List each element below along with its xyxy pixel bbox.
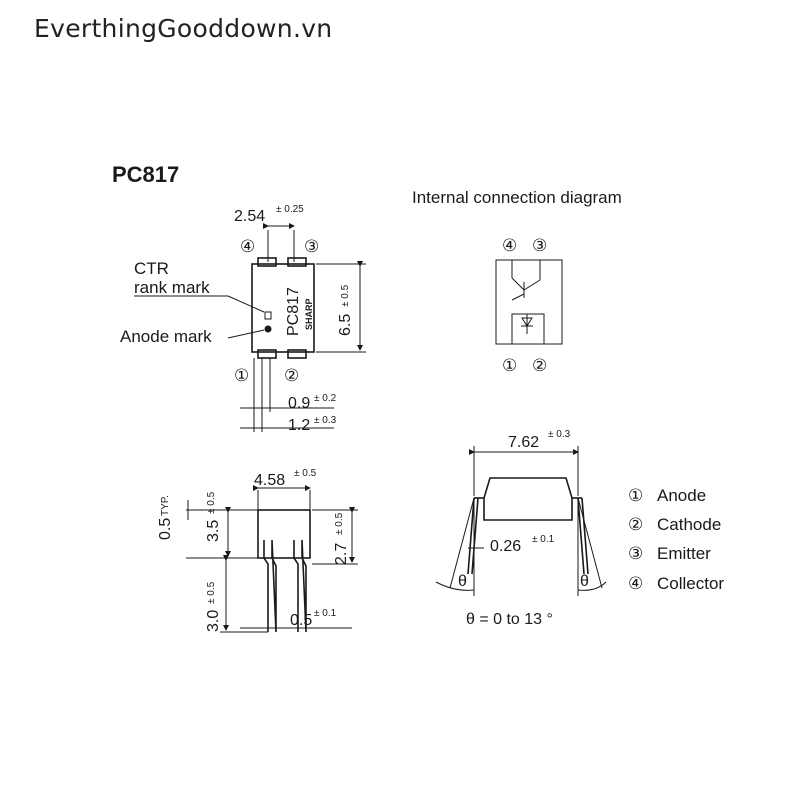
legend-num-1: ① [628,486,643,505]
lead-length-tolerance: ± 0.5 [206,581,217,604]
body-marking: PC817 [285,287,302,336]
end-view: 7.62 ± 0.3 0.26 ± 0.1 θ θ θ = 0 to 13 ° [435,429,607,628]
legend-name-4: Collector [657,574,724,593]
int-pin3-label: ③ [532,236,547,255]
part-title: PC817 [112,162,179,187]
internal-connection-diagram: ④ ③ ① ② [495,236,563,375]
height1-value: 3.5 [205,520,222,542]
anode-mark-label: Anode mark [120,327,212,346]
legend-num-3: ③ [628,544,643,563]
int-pin2-label: ② [532,356,547,375]
span-value: 7.62 [508,434,539,451]
lead-thickness-tolerance: ± 0.1 [314,608,337,619]
theta-range: θ = 0 to 13 ° [466,611,553,628]
lead-width-value: 1.2 [288,417,310,434]
side-width-tolerance: ± 0.5 [294,468,317,479]
brand-marking: SHARP [304,298,314,330]
internal-caption: Internal connection diagram [412,188,622,207]
pitch-tolerance: ± 0.25 [276,204,304,215]
int-pin1-label: ① [502,356,517,375]
legend-name-1: Anode [657,486,706,505]
typ-label: TYP. [160,495,171,516]
legend-name-2: Cathode [657,515,721,534]
typ-value: 0.5 [157,518,174,540]
theta-left: θ [458,573,467,590]
int-pin4-label: ④ [502,236,517,255]
top-pin4-label: ④ [240,237,255,256]
watermark-text: EverthingGooddown.vn [34,14,333,43]
theta-right: θ [580,573,589,590]
side-width-value: 4.58 [254,472,285,489]
span-tolerance: ± 0.3 [548,429,571,440]
ctr-label: CTR [134,259,169,278]
lead-length-value: 3.0 [205,610,222,632]
lead-thk-tolerance: ± 0.1 [532,534,555,545]
lead-spacing-value: 0.9 [288,395,310,412]
top-pin3-label: ③ [304,237,319,256]
height1-tolerance: ± 0.5 [206,491,217,514]
height2-tolerance: ± 0.5 [334,512,345,535]
lead-thk-value: 0.26 [490,538,521,555]
lead-thickness-value: 0.5 [290,612,312,629]
height2-value: 2.7 [333,543,350,565]
legend-num-2: ② [628,515,643,534]
pitch-value: 2.54 [234,208,265,225]
rank-mark-label: rank mark [134,278,210,297]
side-view: 4.58 ± 0.5 0.5 TYP. 3.5 ± 0.5 3.0 ± 0.5 … [157,468,358,633]
lead-spacing-tolerance: ± 0.2 [314,393,337,404]
top-pin1-label: ① [234,366,249,385]
pin-legend: ① Anode ② Cathode ③ Emitter ④ Collector [628,486,724,593]
lead-width-tolerance: ± 0.3 [314,415,337,426]
legend-name-3: Emitter [657,544,711,563]
height-value: 6.5 [337,314,354,336]
height-tolerance: ± 0.5 [340,284,351,307]
top-view: 2.54 ± 0.25 ④ ③ PC817 SHARP CTR rank mar… [120,204,366,434]
legend-num-4: ④ [628,574,643,593]
top-pin2-label: ② [284,366,299,385]
